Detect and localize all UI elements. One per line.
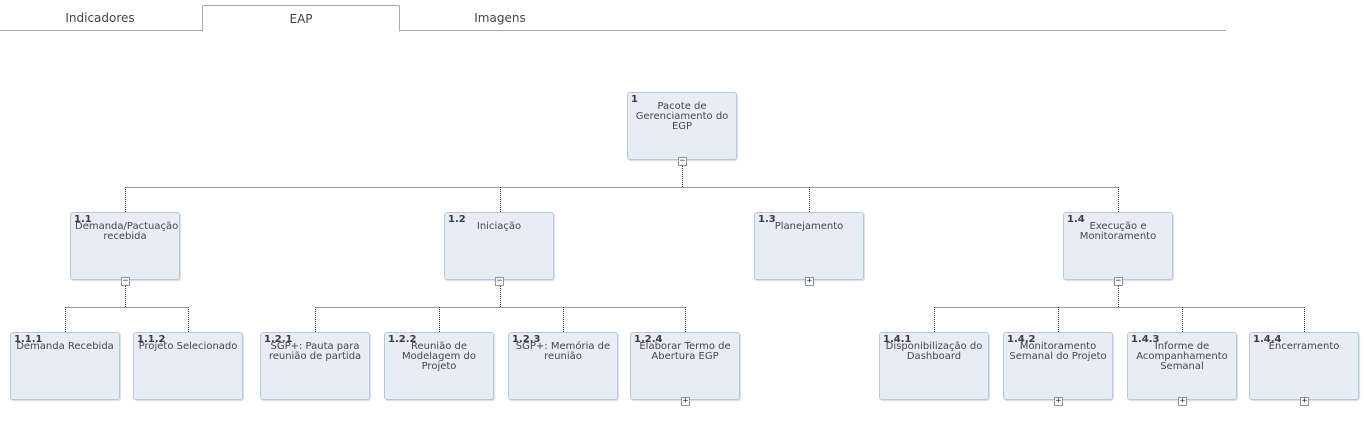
wbs-node-1.1[interactable]: 1.1 Demanda/Pactuação recebida <box>70 212 180 280</box>
wbs-node-code: 1.2.1 <box>264 334 293 345</box>
wbs-node-code: 1.1 <box>74 214 92 225</box>
wbs-node-1.2.2[interactable]: 1.2.2 Reunião de Modelagem do Projeto <box>384 332 494 400</box>
tab-bar-baseline <box>0 30 1226 31</box>
wbs-node-code: 1.4.1 <box>883 334 912 345</box>
tab-imagens[interactable]: Imagens <box>474 11 526 25</box>
collapse-toggle-1.1[interactable]: − <box>121 276 130 286</box>
tab-indicadores[interactable]: Indicadores <box>65 11 135 25</box>
wbs-node-code: 1.3 <box>758 214 776 225</box>
wbs-node-1.1.1[interactable]: 1.1.1 Demanda Recebida <box>10 332 120 400</box>
collapse-toggle-1.2[interactable]: − <box>495 276 504 286</box>
wbs-node-title: Iniciação <box>476 221 522 232</box>
wbs-node-1.2.3[interactable]: 1.2.3 SGP+: Memória de reunião <box>508 332 618 400</box>
collapse-toggle-root[interactable]: − <box>678 156 687 166</box>
wbs-node-title: SGP+: Memória de reunião <box>515 341 611 362</box>
wbs-node-code: 1.2.2 <box>388 334 417 345</box>
wbs-node-1.4[interactable]: 1.4 Execução e Monitoramento <box>1063 212 1173 280</box>
expand-toggle-1.2.4[interactable]: + <box>681 396 690 406</box>
expand-toggle-1.4.4[interactable]: + <box>1300 396 1309 406</box>
wbs-node-title: Pacote de Gerenciamento do EGP <box>635 101 729 132</box>
wbs-node-title: Disponibilização do Dashboard <box>885 341 983 362</box>
wbs-node-code: 1.4.4 <box>1253 334 1282 345</box>
wbs-node-1.1.2[interactable]: 1.1.2 Projeto Selecionado <box>133 332 243 400</box>
wbs-node-1.3[interactable]: 1.3 Planejamento <box>754 212 864 280</box>
wbs-node-title: Execução e Monitoramento <box>1079 221 1157 242</box>
wbs-node-1.4.3[interactable]: 1.4.3 Informe de Acompanhamento Semanal <box>1127 332 1237 400</box>
wbs-node-1.4.4[interactable]: 1.4.4 Encerramento <box>1249 332 1359 400</box>
tab-bar: Indicadores EAP Imagens <box>0 0 1226 32</box>
wbs-node-1.2.4[interactable]: 1.2.4 Elaborar Termo de Abertura EGP <box>630 332 740 400</box>
wbs-node-root[interactable]: 1 Pacote de Gerenciamento do EGP <box>627 92 737 160</box>
wbs-node-title: Demanda/Pactuação recebida <box>75 221 179 242</box>
wbs-node-1.4.1[interactable]: 1.4.1 Disponibilização do Dashboard <box>879 332 989 400</box>
wbs-node-title: Elaborar Termo de Abertura EGP <box>639 341 731 362</box>
wbs-node-title: SGP+: Pauta para reunião de partida <box>268 341 362 362</box>
expand-toggle-1.4.2[interactable]: + <box>1054 396 1063 406</box>
wbs-node-title: Projeto Selecionado <box>138 341 238 352</box>
wbs-node-title: Monitoramento Semanal do Projeto <box>1009 341 1107 362</box>
wbs-node-code: 1.1.1 <box>14 334 43 345</box>
wbs-node-title: Reunião de Modelagem do Projeto <box>401 341 477 372</box>
expand-toggle-1.3[interactable]: + <box>805 276 814 286</box>
expand-toggle-1.4.3[interactable]: + <box>1178 396 1187 406</box>
wbs-node-code: 1.4.3 <box>1131 334 1160 345</box>
wbs-node-code: 1 <box>631 94 638 105</box>
wbs-node-title: Demanda Recebida <box>16 341 114 352</box>
wbs-node-title: Planejamento <box>774 221 844 232</box>
wbs-node-code: 1.2.3 <box>512 334 541 345</box>
wbs-node-1.2[interactable]: 1.2 Iniciação <box>444 212 554 280</box>
wbs-node-code: 1.4 <box>1067 214 1085 225</box>
wbs-node-code: 1.4.2 <box>1007 334 1036 345</box>
collapse-toggle-1.4[interactable]: − <box>1114 276 1123 286</box>
wbs-node-code: 1.2.4 <box>634 334 663 345</box>
wbs-node-code: 1.1.2 <box>137 334 166 345</box>
wbs-node-code: 1.2 <box>448 214 466 225</box>
wbs-node-1.2.1[interactable]: 1.2.1 SGP+: Pauta para reunião de partid… <box>260 332 370 400</box>
wbs-node-1.4.2[interactable]: 1.4.2 Monitoramento Semanal do Projeto <box>1003 332 1113 400</box>
tab-eap[interactable]: EAP <box>202 5 400 32</box>
wbs-node-title: Encerramento <box>1268 341 1340 352</box>
wbs-node-title: Informe de Acompanhamento Semanal <box>1136 341 1228 372</box>
